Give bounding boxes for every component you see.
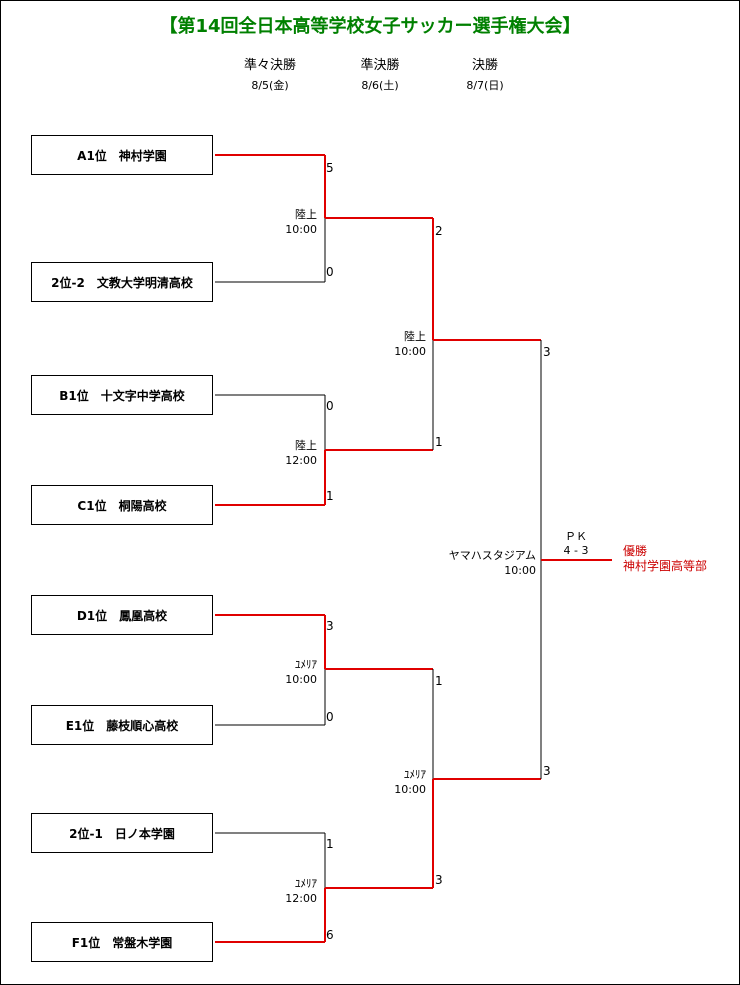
qf3-venue-time: 10:00 <box>285 673 317 686</box>
qf2-venue-time: 12:00 <box>285 454 317 467</box>
sf2-score-bottom: 3 <box>435 873 443 887</box>
sf1-score-bottom: 1 <box>435 435 443 449</box>
team-e1: E1位 藤枝順心高校 <box>31 705 213 745</box>
round-label-qf: 準々決勝 <box>243 58 296 73</box>
qf3-score-bottom: 0 <box>326 710 334 724</box>
pk-score: 4 - 3 <box>563 544 589 557</box>
final-venue: ヤマハスタジアム 10:00 <box>449 548 536 578</box>
qf2-venue: 陸上 12:00 <box>285 438 317 468</box>
qf4-score-bottom: 6 <box>326 928 334 942</box>
champion-label: 優勝 <box>623 544 648 558</box>
sf1-venue-name: 陸上 <box>404 330 426 343</box>
sf1-venue-time: 10:00 <box>394 345 426 358</box>
sf2-venue-name: ﾕﾒﾘｱ <box>404 768 426 781</box>
final-score-top: 3 <box>543 345 551 359</box>
team-a1: A1位 神村学園 <box>31 135 213 175</box>
final-lines <box>540 340 612 779</box>
qf3-venue-name: ﾕﾒﾘｱ <box>295 658 317 671</box>
round-label-sf: 準決勝 <box>360 58 400 73</box>
qf4-lines <box>215 832 433 943</box>
qf3-score-top: 3 <box>326 619 334 633</box>
final-venue-time: 10:00 <box>504 564 536 577</box>
qf1-venue-time: 10:00 <box>285 223 317 236</box>
sf2-lines <box>432 669 541 888</box>
qf2-score-bottom: 1 <box>326 489 334 503</box>
team-c1: C1位 桐陽高校 <box>31 485 213 525</box>
qf4-venue-time: 12:00 <box>285 892 317 905</box>
pk-label: ＰＫ <box>565 530 587 543</box>
page-title: 【第14回全日本高等学校女子サッカー選手権大会】 <box>159 16 581 37</box>
round-date-sf: 8/6(土) <box>361 79 399 92</box>
team-d1: D1位 鳳凰高校 <box>31 595 213 635</box>
sf2-venue-time: 10:00 <box>394 783 426 796</box>
qf2-venue-name: 陸上 <box>295 439 317 452</box>
qf3-lines <box>215 614 433 726</box>
team-f1: F1位 常盤木学園 <box>31 922 213 962</box>
qf4-score-top: 1 <box>326 837 334 851</box>
qf2-score-top: 0 <box>326 399 334 413</box>
qf4-venue-name: ﾕﾒﾘｱ <box>295 877 317 890</box>
sf2-score-top: 1 <box>435 674 443 688</box>
sf1-score-top: 2 <box>435 224 443 238</box>
qf1-score-bottom: 0 <box>326 265 334 279</box>
final-score-bottom: 3 <box>543 764 551 778</box>
round-label-final: 決勝 <box>471 58 498 73</box>
qf1-score-top: 5 <box>326 161 334 175</box>
qf1-venue: 陸上 10:00 <box>285 207 317 237</box>
sf1-venue: 陸上 10:00 <box>394 329 426 359</box>
qf4-venue: ﾕﾒﾘｱ 12:00 <box>285 876 317 906</box>
champion: 優勝 神村学園高等部 <box>623 544 707 574</box>
champion-name: 神村学園高等部 <box>623 559 708 573</box>
round-date-qf: 8/5(金) <box>251 79 289 92</box>
qf2-lines <box>215 394 433 506</box>
team-2-1: 2位-1 日ノ本学園 <box>31 813 213 853</box>
team-2-2: 2位-2 文教大学明清高校 <box>31 262 213 302</box>
qf1-lines <box>215 154 433 283</box>
round-date-final: 8/7(日) <box>466 79 504 92</box>
qf1-venue-name: 陸上 <box>295 208 317 221</box>
qf3-venue: ﾕﾒﾘｱ 10:00 <box>285 657 317 687</box>
final-pk: ＰＫ 4 - 3 <box>556 530 596 558</box>
sf2-venue: ﾕﾒﾘｱ 10:00 <box>394 767 426 797</box>
final-venue-name: ヤマハスタジアム <box>448 549 536 562</box>
team-b1: B1位 十文字中学高校 <box>31 375 213 415</box>
sf1-lines <box>432 218 541 450</box>
